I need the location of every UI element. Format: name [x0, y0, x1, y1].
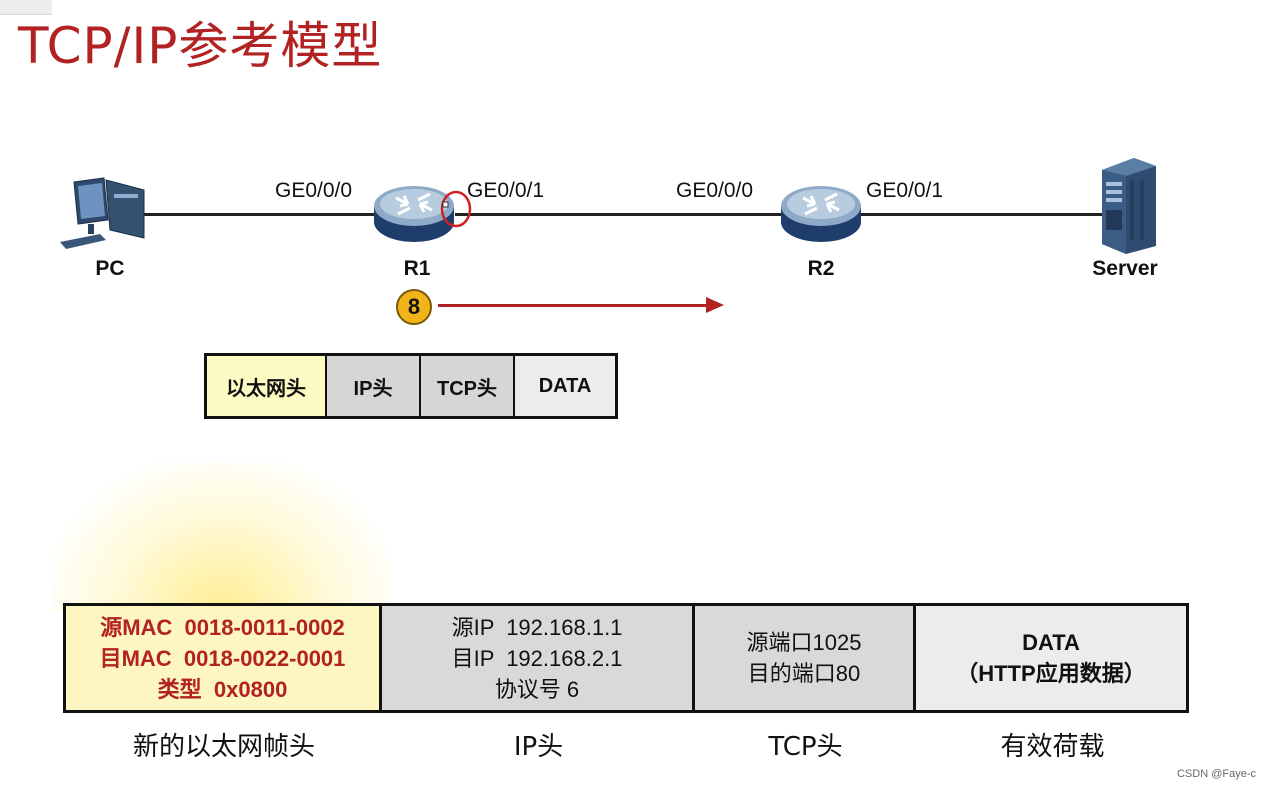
step-badge: 8 — [396, 289, 432, 325]
highlight-glow — [52, 462, 392, 612]
eth-dst-mac: 目MAC 0018-0022-0001 — [99, 645, 346, 671]
detail-data: DATA （HTTP应用数据） — [916, 606, 1186, 710]
link-r2-server — [846, 213, 1102, 216]
ip-dst: 目IP 192.168.2.1 — [451, 645, 623, 671]
link-pc-r1 — [140, 213, 402, 216]
port-label-r1-ge001: GE0/0/1 — [467, 179, 545, 202]
device-label-r2: R2 — [807, 257, 835, 280]
packet-cell-ip-header: IP头 — [327, 356, 419, 416]
watermark: CSDN @Faye-c — [1176, 768, 1256, 780]
data-desc: （HTTP应用数据） — [956, 661, 1146, 686]
device-label-server: Server — [1092, 257, 1158, 280]
router-r2-icon — [781, 186, 861, 242]
page-title: TCP/IP参考模型 — [18, 17, 383, 75]
caption-payload: 有效荷载 — [1000, 732, 1105, 762]
detail-ip-header: 源IP 192.168.1.1 目IP 192.168.2.1 协议号 6 — [382, 606, 692, 710]
direction-arrow-line — [438, 304, 710, 307]
link-r1-r2 — [455, 213, 803, 216]
pc-icon — [60, 177, 145, 249]
eth-type: 类型 0x0800 — [157, 676, 288, 702]
packet-cell-ethernet-header: 以太网头 — [207, 356, 325, 416]
eth-src-mac: 源MAC 0018-0011-0002 — [100, 614, 345, 640]
router-r1-icon — [374, 186, 454, 242]
device-label-pc: PC — [95, 257, 125, 280]
server-icon — [1102, 158, 1156, 254]
interface-highlight-circle — [440, 190, 472, 228]
caption-ip-header: IP头 — [513, 732, 564, 762]
device-label-r1: R1 — [403, 257, 431, 280]
ip-src: 源IP 192.168.1.1 — [451, 614, 623, 640]
data-label: DATA — [1022, 630, 1080, 655]
ip-protocol: 协议号 6 — [494, 676, 580, 702]
caption-ethernet-header: 新的以太网帧头 — [132, 732, 315, 762]
packet-cell-data: DATA — [515, 356, 615, 416]
caption-tcp-header: TCP头 — [768, 732, 843, 762]
port-label-r2-ge001: GE0/0/1 — [866, 179, 944, 202]
detail-tcp-header: 源端口1025 目的端口80 — [695, 606, 913, 710]
direction-arrow-head — [706, 297, 724, 313]
port-label-r2-ge000: GE0/0/0 — [676, 179, 754, 202]
tcp-dst-port: 目的端口80 — [747, 661, 861, 686]
corner-mark — [0, 0, 52, 15]
port-label-r1-ge000: GE0/0/0 — [275, 179, 353, 202]
packet-structure: 以太网头 IP头 TCP头 DATA — [204, 353, 618, 419]
tcp-src-port: 源端口1025 — [746, 630, 862, 655]
packet-cell-tcp-header: TCP头 — [421, 356, 513, 416]
packet-detail: 源MAC 0018-0011-0002 目MAC 0018-0022-0001 … — [63, 603, 1189, 713]
detail-ethernet-header: 源MAC 0018-0011-0002 目MAC 0018-0022-0001 … — [66, 606, 379, 710]
